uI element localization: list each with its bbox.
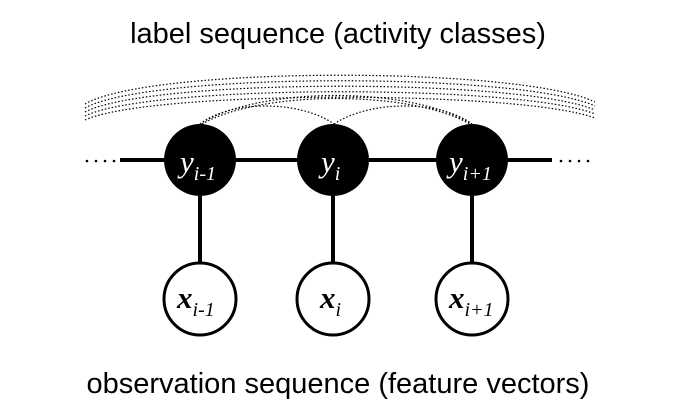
node-y-next-sub: i+1 bbox=[463, 163, 492, 185]
node-y-prev-var: y bbox=[177, 144, 194, 179]
arc-ycur-ynext bbox=[333, 105, 473, 125]
arc-outer-3 bbox=[84, 91, 596, 117]
observation-sequence-caption: observation sequence (feature vectors) bbox=[86, 368, 590, 400]
arc-outer-1 bbox=[84, 80, 596, 109]
node-y-next: yi+1 bbox=[436, 124, 508, 196]
node-x-prev-sub: i-1 bbox=[193, 299, 215, 321]
node-y-cur-sub: i bbox=[335, 163, 341, 185]
arc-outer-5 bbox=[84, 74, 596, 105]
svg-text:xi: xi bbox=[319, 280, 341, 321]
node-y-cur: yi bbox=[297, 124, 369, 196]
ellipsis-left bbox=[85, 159, 116, 163]
node-x-next-sub: i+1 bbox=[465, 299, 494, 321]
node-x-prev-var: x bbox=[176, 280, 193, 315]
node-x-cur-sub: i bbox=[336, 299, 342, 321]
label-sequence-caption: label sequence (activity classes) bbox=[130, 18, 546, 50]
arc-yprev-ycur bbox=[199, 105, 335, 125]
node-y-prev: yi-1 bbox=[164, 124, 236, 196]
svg-text:yi-1: yi-1 bbox=[177, 144, 216, 185]
node-x-cur: xi bbox=[295, 261, 371, 337]
arc-outer-4 bbox=[84, 96, 596, 121]
arc-outer-2 bbox=[84, 85, 596, 113]
node-y-cur-var: y bbox=[318, 144, 335, 179]
svg-text:yi: yi bbox=[318, 144, 340, 185]
node-y-next-var: y bbox=[446, 144, 463, 179]
ellipsis-right bbox=[559, 159, 590, 163]
node-x-prev: xi-1 bbox=[162, 261, 238, 337]
svg-text:xi-1: xi-1 bbox=[176, 280, 215, 321]
svg-text:yi+1: yi+1 bbox=[446, 144, 492, 185]
node-x-next: xi+1 bbox=[434, 261, 510, 337]
chain-edges bbox=[120, 158, 552, 265]
node-x-next-var: x bbox=[448, 280, 465, 315]
node-x-cur-var: x bbox=[319, 280, 336, 315]
svg-text:xi+1: xi+1 bbox=[448, 280, 494, 321]
node-y-prev-sub: i-1 bbox=[194, 163, 216, 185]
arc-yprev-ynext-b bbox=[201, 97, 471, 125]
long-range-arcs bbox=[84, 74, 596, 125]
